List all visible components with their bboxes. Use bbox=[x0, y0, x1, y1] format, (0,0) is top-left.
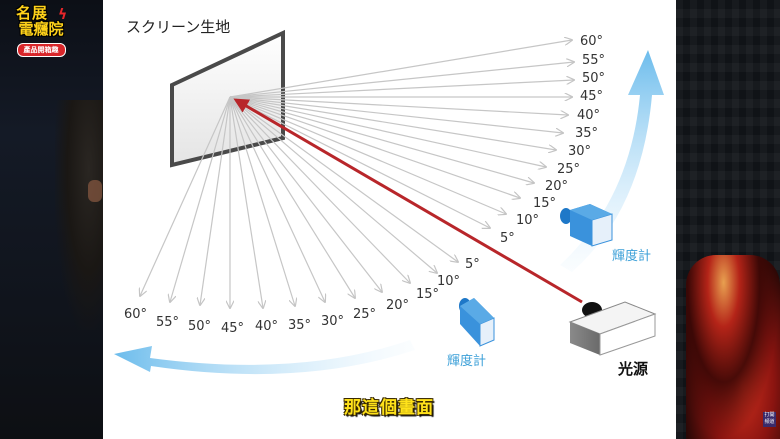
lower-luminance-meter-icon bbox=[459, 298, 495, 347]
svg-text:10°: 10° bbox=[516, 213, 539, 228]
lower-sweep-arrow-icon bbox=[114, 340, 415, 375]
svg-text:50°: 50° bbox=[582, 71, 605, 86]
lower-meter-label: 輝度計 bbox=[447, 353, 486, 369]
svg-text:60°: 60° bbox=[124, 307, 147, 322]
screen-frame bbox=[170, 29, 285, 168]
svg-text:15°: 15° bbox=[533, 196, 556, 211]
iron-figure bbox=[686, 255, 780, 439]
upper-angle-labels: 60° 55° 50° 45° 40° 35° 30° 25° 20° 15° … bbox=[500, 34, 605, 246]
diagram-title: スクリーン生地 bbox=[126, 18, 230, 36]
svg-text:25°: 25° bbox=[353, 307, 376, 322]
svg-text:25°: 25° bbox=[557, 162, 580, 177]
svg-text:5°: 5° bbox=[465, 257, 480, 272]
svg-text:5°: 5° bbox=[500, 231, 515, 246]
svg-text:55°: 55° bbox=[156, 315, 179, 330]
svg-text:30°: 30° bbox=[321, 314, 344, 329]
svg-text:45°: 45° bbox=[580, 89, 603, 104]
svg-text:40°: 40° bbox=[255, 319, 278, 334]
light-source-label: 光源 bbox=[617, 360, 648, 378]
upper-meter-label: 輝度計 bbox=[612, 248, 651, 264]
svg-text:35°: 35° bbox=[575, 126, 598, 141]
svg-text:40°: 40° bbox=[577, 108, 600, 123]
logo-badge: 產品開箱趣 bbox=[16, 43, 66, 57]
svg-text:50°: 50° bbox=[188, 319, 211, 334]
svg-text:15°: 15° bbox=[416, 287, 439, 302]
lower-angle-labels: 60° 55° 50° 45° 40° 35° 30° 25° 20° 15° … bbox=[124, 257, 480, 336]
presenter-figure bbox=[55, 100, 103, 330]
upper-sweep-arrow-icon bbox=[560, 50, 664, 272]
upper-luminance-meter-icon bbox=[560, 204, 613, 247]
light-source-icon bbox=[568, 301, 657, 356]
lightning-bolt-icon: ϟ bbox=[58, 7, 68, 23]
svg-text:30°: 30° bbox=[568, 144, 591, 159]
svg-text:10°: 10° bbox=[437, 274, 460, 289]
channel-logo: 名展 ϟ 電癮院 產品開箱趣 bbox=[10, 4, 72, 57]
logo-line1: 名展 bbox=[16, 4, 49, 22]
video-subtitle: 那這個畫面 bbox=[0, 393, 780, 418]
upper-reflection-rays bbox=[229, 40, 574, 228]
subtitle-text: 那這個畫面 bbox=[344, 398, 434, 418]
svg-text:35°: 35° bbox=[288, 318, 311, 333]
svg-text:60°: 60° bbox=[580, 34, 603, 49]
incident-light-ray bbox=[233, 98, 583, 304]
svg-text:45°: 45° bbox=[221, 321, 244, 336]
svg-text:20°: 20° bbox=[386, 298, 409, 313]
svg-text:55°: 55° bbox=[582, 53, 605, 68]
channel-corner-badge: 打開頻道 bbox=[763, 412, 776, 427]
presenter-face bbox=[88, 180, 102, 202]
logo-line2: 電癮院 bbox=[18, 20, 64, 38]
svg-text:20°: 20° bbox=[545, 179, 568, 194]
lower-reflection-rays bbox=[140, 96, 458, 308]
